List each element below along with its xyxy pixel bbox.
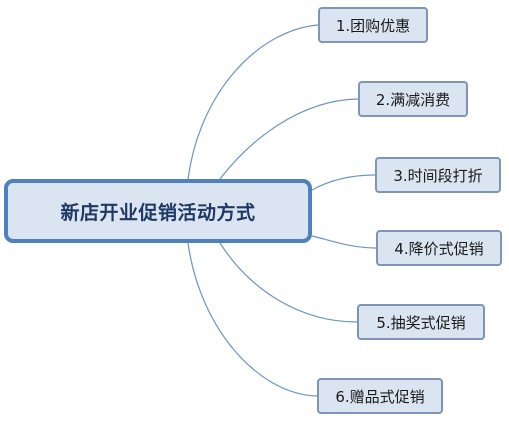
branch-label: 3.时间段打折	[393, 166, 483, 185]
branch-label: 1.团购优惠	[335, 16, 411, 35]
branch-node-1: 1.团购优惠	[318, 7, 428, 43]
connector-4	[311, 235, 377, 249]
root-topic-label: 新店开业促销活动方式	[60, 201, 256, 224]
branch-node-5: 5.抽奖式促销	[357, 304, 485, 340]
connector-2	[219, 98, 359, 180]
branch-label: 6.赠品式促销	[335, 387, 425, 406]
branch-label: 5.抽奖式促销	[376, 313, 466, 332]
branch-label: 4.降价式促销	[394, 239, 484, 258]
branch-node-6: 6.赠品式促销	[317, 378, 443, 414]
branch-node-2: 2.满减消费	[358, 81, 468, 117]
branch-node-3: 3.时间段打折	[375, 157, 501, 193]
branch-node-4: 4.降价式促销	[376, 230, 502, 266]
connector-1	[187, 24, 319, 180]
branch-label: 2.满减消费	[375, 90, 451, 109]
connector-6	[187, 242, 318, 397]
connector-5	[219, 242, 358, 323]
connector-3	[311, 174, 376, 191]
root-topic: 新店开业促销活动方式	[4, 179, 312, 243]
